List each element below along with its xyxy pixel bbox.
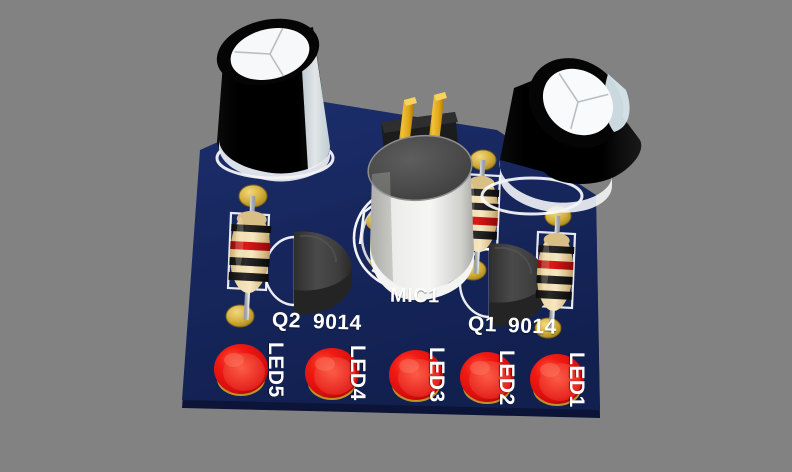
resistor-r1[interactable] [228,195,272,321]
led-row[interactable] [214,344,584,406]
capacitor-c1[interactable] [210,9,335,182]
mic-diaphragm [368,135,472,201]
led-component [305,348,359,400]
capacitor-vent-marks [234,28,284,77]
transistor-q2[interactable] [294,231,352,315]
led-component [460,352,514,404]
microphone-mic1[interactable] [365,131,475,301]
capacitor-c2[interactable] [480,40,642,216]
led-component [530,354,584,406]
transistor-q1[interactable] [489,243,547,327]
led-component [214,344,268,396]
resistor-r3[interactable] [535,215,575,333]
capacitor-vent-marks [558,73,609,130]
pad [534,317,562,339]
led-component [389,350,443,402]
pad [225,304,255,328]
